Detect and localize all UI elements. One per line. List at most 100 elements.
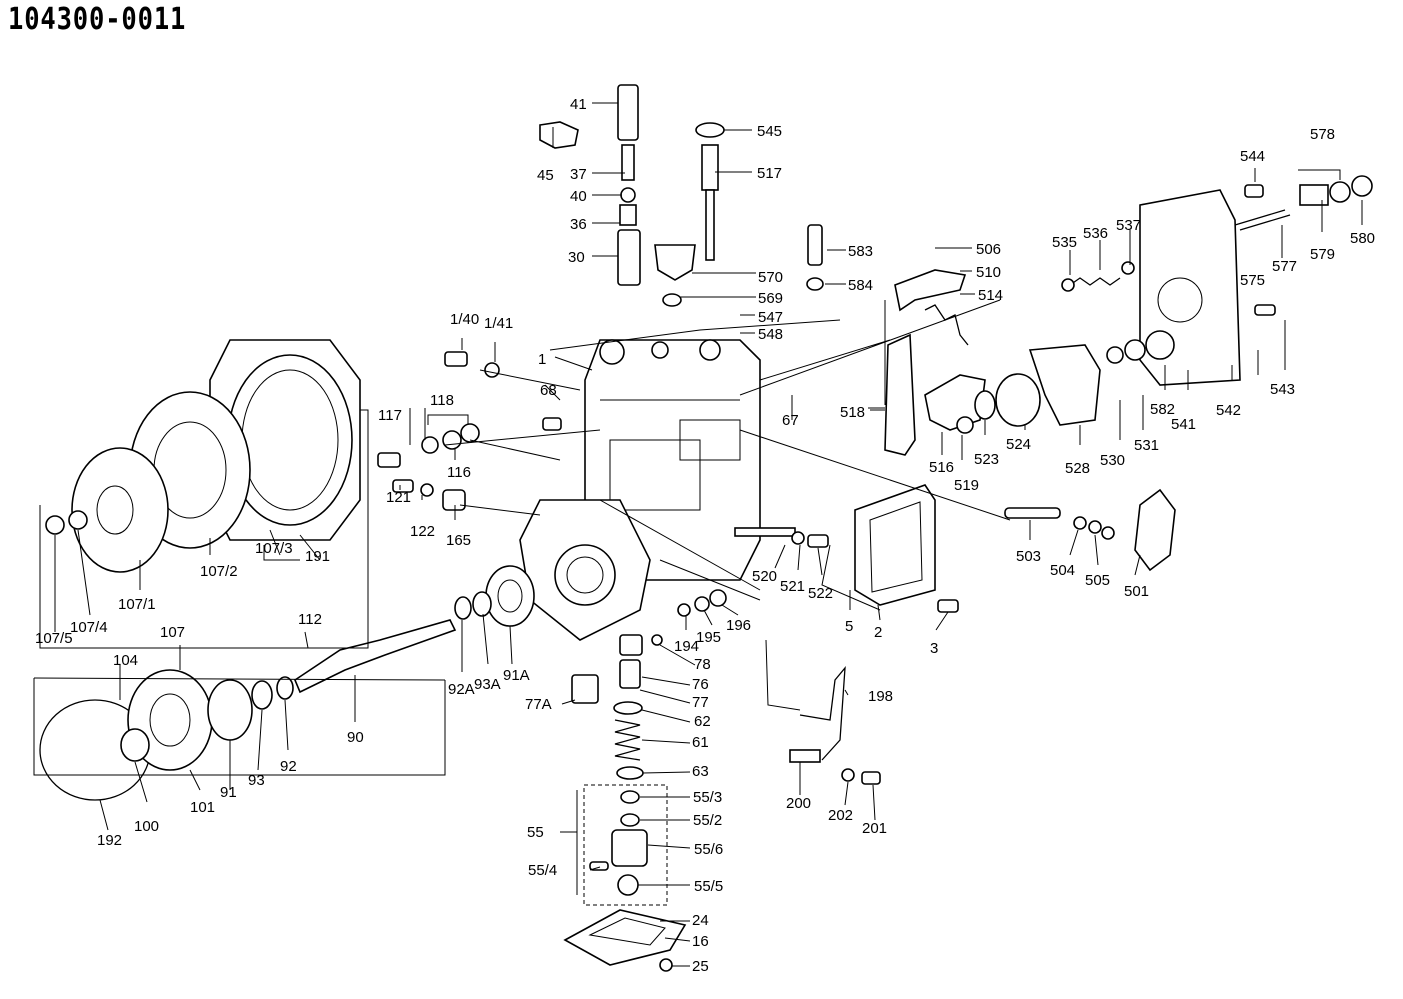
callout-528: 528 [1065,460,1090,477]
callout-36: 36 [570,216,587,233]
callout-2: 2 [874,624,882,641]
callout-570: 570 [758,269,783,286]
callout-101: 101 [190,799,215,816]
callout-503: 503 [1016,548,1041,565]
callout-544: 544 [1240,148,1265,165]
callout-1: 1 [538,351,546,368]
callout-40: 40 [570,188,587,205]
callout-542: 542 [1216,402,1241,419]
callout-579: 579 [1310,246,1335,263]
callout-122: 122 [410,523,435,540]
part-shapes [39,84,1373,972]
callout-3: 3 [930,640,938,657]
callout-536: 536 [1083,225,1108,242]
callout-93: 93 [248,772,265,789]
diagram-title: 104300-0011 [8,2,187,37]
callout-196: 196 [726,617,751,634]
callout-107-5: 107/5 [35,630,73,647]
callout-583: 583 [848,243,873,260]
callout-61: 61 [692,734,709,751]
callout-543: 543 [1270,381,1295,398]
callout-77a: 77A [525,696,552,713]
callout-55: 55 [527,824,544,841]
callout-200: 200 [786,795,811,812]
callout-63: 63 [692,763,709,780]
callout-121: 121 [386,489,411,506]
callout-55-5: 55/5 [694,878,723,895]
callout-5: 5 [845,618,853,635]
callout-117: 117 [378,407,402,424]
callout-530: 530 [1100,452,1125,469]
callout-24: 24 [692,912,709,929]
callout-522: 522 [808,585,833,602]
callout-41: 41 [570,96,587,113]
callout-37: 37 [570,166,587,183]
callout-62: 62 [694,713,711,730]
callout-531: 531 [1134,437,1159,454]
callout-68: 68 [540,382,557,399]
leader-lines [54,102,1363,967]
callout-510: 510 [976,264,1001,281]
callout-547: 547 [758,309,783,326]
callout-165: 165 [446,532,471,549]
callout-55-3: 55/3 [693,789,722,806]
callout-116: 116 [447,464,471,481]
callout-77: 77 [692,694,709,711]
callout-545: 545 [757,123,782,140]
callout-195: 195 [696,629,721,646]
callout-582: 582 [1150,401,1175,418]
callout-517: 517 [757,165,782,182]
callout-76: 76 [692,676,709,693]
callout-107-2: 107/2 [200,563,238,580]
callout-198: 198 [868,688,893,705]
callout-191: 191 [305,548,330,565]
callout-535: 535 [1052,234,1077,251]
callout-100: 100 [134,818,159,835]
callout-91: 91 [220,784,237,801]
callout-518: 518 [840,404,865,421]
callout-514: 514 [978,287,1003,304]
callout-93a: 93A [474,676,501,693]
callout-104: 104 [113,652,138,669]
callout-16: 16 [692,933,709,950]
callout-67: 67 [782,412,799,429]
callout-537: 537 [1116,217,1141,234]
callout-107-3: 107/3 [255,540,293,557]
callout-118: 118 [430,392,454,409]
callout-55-6: 55/6 [694,841,723,858]
callout-112: 112 [298,611,322,628]
callout-584: 584 [848,277,873,294]
callout-524: 524 [1006,436,1031,453]
callout-548: 548 [758,326,783,343]
callout-202: 202 [828,807,853,824]
callout-523: 523 [974,451,999,468]
callout-107-4: 107/4 [70,619,108,636]
callout-192: 192 [97,832,122,849]
callout-92: 92 [280,758,297,775]
callout-55-2: 55/2 [693,812,722,829]
callout-201: 201 [862,820,887,837]
callout-541: 541 [1171,416,1196,433]
callout-505: 505 [1085,572,1110,589]
callout-516: 516 [929,459,954,476]
callout-1-40: 1/40 [450,311,479,328]
callout-575: 575 [1240,272,1265,289]
callout-91a: 91A [503,667,530,684]
callout-504: 504 [1050,562,1075,579]
callout-577: 577 [1272,258,1297,275]
callout-107: 107 [160,624,185,641]
callout-107-1: 107/1 [118,596,156,613]
callout-580: 580 [1350,230,1375,247]
callout-569: 569 [758,290,783,307]
callout-1-41: 1/41 [484,315,513,332]
callout-30: 30 [568,249,585,266]
group-brackets [33,169,1341,906]
callout-92a: 92A [448,681,475,698]
callout-194: 194 [674,638,699,655]
callout-45: 45 [537,167,554,184]
callout-578: 578 [1310,126,1335,143]
callout-506: 506 [976,241,1001,258]
